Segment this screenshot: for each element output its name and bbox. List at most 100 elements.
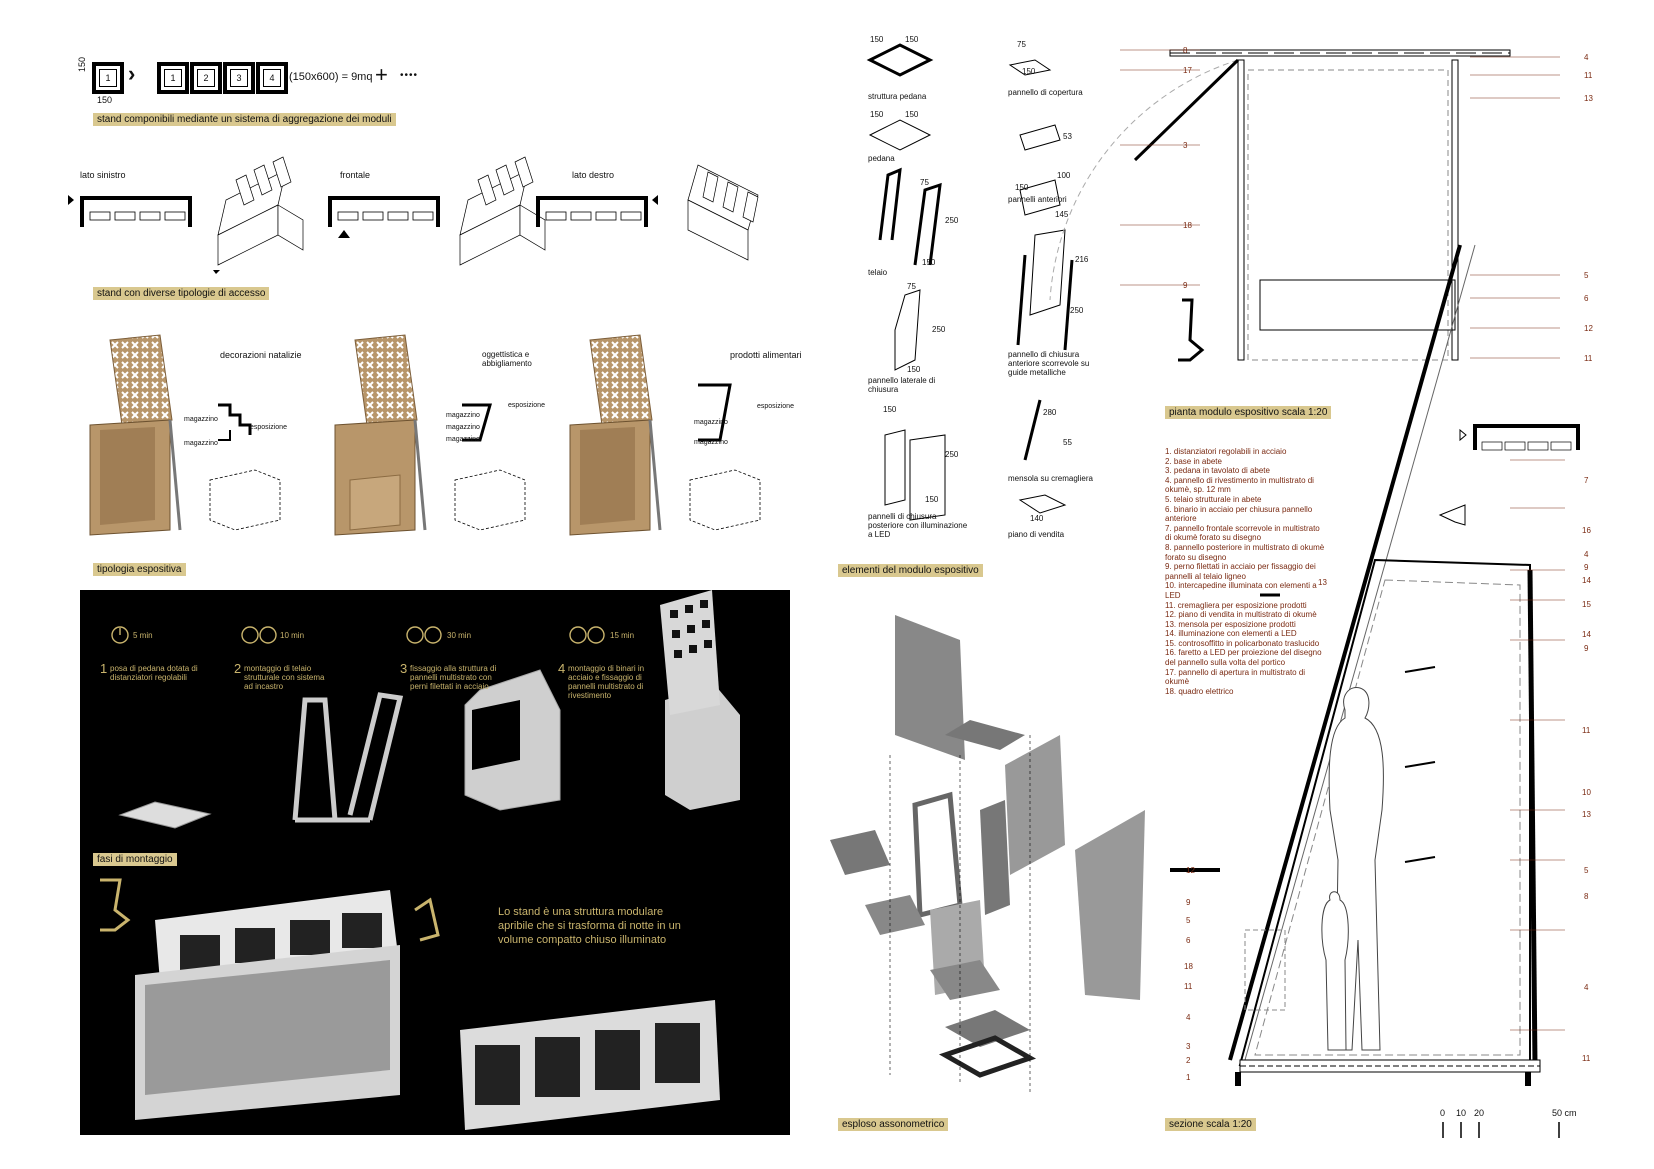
dark-caption: Lo stand è una struttura modulare apribi… xyxy=(498,906,681,946)
step-2-number: 2 xyxy=(234,661,242,676)
el-9-dim-b: 55 xyxy=(1063,438,1072,447)
sec-num-l2: 2 xyxy=(1186,1056,1191,1065)
sec-num-l13: 13 xyxy=(1318,578,1327,587)
el-8-dim-b: 216 xyxy=(1075,255,1089,264)
el-9-dim-a: 280 xyxy=(1043,408,1057,417)
exploded-axonometric xyxy=(830,615,1145,1095)
typology-2-title: oggettistica e abbigliamento xyxy=(482,350,532,368)
section-assembly: fasi di montaggio xyxy=(93,853,177,866)
legend-item: 18. quadro elettrico xyxy=(1165,686,1234,696)
plan-num-8: 8 xyxy=(1183,46,1188,55)
el-10-dim-a: 140 xyxy=(1030,514,1044,523)
el-6-dim-b: 150 xyxy=(1022,67,1036,76)
el-8-dim-c: 250 xyxy=(1070,306,1084,315)
sec-num-r16: 16 xyxy=(1582,526,1591,535)
typology-3-l1: magazzino xyxy=(694,419,728,426)
legend-item: 3. pedana in tavolato di abete xyxy=(1165,466,1270,476)
sec-num-l9: 9 xyxy=(1186,898,1191,907)
sec-num-l6: 6 xyxy=(1186,936,1191,945)
module-1: 1 xyxy=(157,62,189,94)
scale-0: 0 xyxy=(1440,1108,1446,1118)
typology-3-l2: esposizione xyxy=(757,403,794,410)
section-drawing xyxy=(1170,244,1565,1086)
sec-num-l1: 1 xyxy=(1186,1073,1191,1082)
el-4-dim-c: 150 xyxy=(907,365,921,374)
step-4-number: 4 xyxy=(558,661,566,676)
el-5-dim-b: 250 xyxy=(945,450,959,459)
sec-num-l5: 5 xyxy=(1186,916,1191,925)
legend-item: 10. intercapedine illuminata con element… xyxy=(1165,581,1317,600)
access-plans-diagram xyxy=(68,156,759,274)
area-formula: (150x600) = 9mq xyxy=(289,71,373,83)
el-7-dim-b: 100 xyxy=(1057,171,1071,180)
sec-num-l12: 12 xyxy=(1186,866,1195,875)
step-1-text: posa di pedana dotata di distanziatori r… xyxy=(110,664,198,682)
section-elements: elementi del modulo espositivo xyxy=(838,564,983,577)
step-3-time: 30 min xyxy=(447,631,472,640)
legend-item: 11. cremagliera per esposizione prodotti xyxy=(1165,600,1307,610)
el-8-name: pannello di chiusura anteriore scorrevol… xyxy=(1008,350,1090,377)
el-1-name: struttura pedana xyxy=(868,92,927,101)
step-1-time: 5 min xyxy=(133,631,153,640)
el-9-name: mensola su cremagliera xyxy=(1008,474,1093,483)
legend-item: 8. pannello posteriore in multistrato di… xyxy=(1165,542,1325,562)
typology-1-title: decorazioni natalizie xyxy=(220,350,302,360)
plan-num-r6: 6 xyxy=(1584,294,1589,303)
typology-stands-diagram xyxy=(89,334,761,536)
plan-num-3: 3 xyxy=(1183,141,1188,150)
legend-item: 1. distanziatori regolabili in acciaio xyxy=(1165,447,1287,456)
sec-num-r5: 5 xyxy=(1584,866,1589,875)
el-4-dim-b: 250 xyxy=(932,325,946,334)
typology-3-title: prodotti alimentari xyxy=(730,350,802,360)
plus-icon: + xyxy=(375,62,388,87)
section-aggregation: stand componibili mediante un sistema di… xyxy=(93,113,396,126)
module-4: 4 xyxy=(256,62,288,94)
plan-num-r13: 13 xyxy=(1584,94,1593,103)
sec-num-r15: 15 xyxy=(1582,600,1591,609)
plan-num-9: 9 xyxy=(1183,281,1188,290)
plan-num-r4: 4 xyxy=(1584,53,1589,62)
view-front-label: frontale xyxy=(340,170,371,180)
plan-num-r12: 12 xyxy=(1584,324,1593,333)
sec-num-r9b: 9 xyxy=(1584,644,1589,653)
step-3-text: fissaggio alla struttura di pannelli mul… xyxy=(410,664,497,691)
module-3: 3 xyxy=(223,62,255,94)
el-2-name: pedana xyxy=(868,154,895,163)
legend-item: 7. pannello frontale scorrevole in multi… xyxy=(1165,523,1320,543)
el-4-name: pannello laterale di chiusura xyxy=(868,376,936,394)
legend-item: 4. pannello di rivestimento in multistra… xyxy=(1165,475,1314,495)
sec-num-r10: 10 xyxy=(1582,788,1591,797)
step-2-text: montaggio di telaio strutturale con sist… xyxy=(244,664,325,691)
plan-num-r11b: 11 xyxy=(1584,354,1593,363)
sec-num-l18: 18 xyxy=(1184,962,1193,971)
step-3-number: 3 xyxy=(400,661,408,676)
el-2-dim-b: 150 xyxy=(905,110,919,119)
sec-num-r13: 13 xyxy=(1582,810,1591,819)
typology-2-l3: magazzino xyxy=(446,424,480,431)
el-2-dim-a: 150 xyxy=(870,110,884,119)
legend-item: 12. piano di vendita in multistrato di o… xyxy=(1165,610,1317,620)
section-exploded: esploso assonometrico xyxy=(838,1118,949,1131)
typology-2-l1: magazzino xyxy=(446,412,480,419)
legend-item: 5. telaio strutturale in abete xyxy=(1165,494,1262,504)
module-2: 2 xyxy=(190,62,222,94)
legend-item: 16. faretto a LED per proiezione del dis… xyxy=(1165,648,1322,668)
el-4-dim-a: 75 xyxy=(907,282,916,291)
legend-item: 15. controsoffitto in policarbonato tras… xyxy=(1165,638,1320,648)
sec-num-r8: 8 xyxy=(1584,892,1589,901)
mini-plan-icon xyxy=(1459,424,1580,451)
legend: 1. distanziatori regolabili in acciaio 2… xyxy=(1165,447,1325,696)
sec-num-r11: 11 xyxy=(1582,726,1591,735)
step-2-time: 10 min xyxy=(280,631,305,640)
legend-item: 6. binario in acciaio per chiusura panne… xyxy=(1165,504,1313,524)
legend-item: 17. pannello di apertura in multistrato … xyxy=(1165,667,1306,687)
typology-2-l4: magazzino xyxy=(446,436,480,443)
sec-num-r11b: 11 xyxy=(1582,1054,1591,1063)
el-5-name: pannelli di chiusura posteriore con illu… xyxy=(868,512,968,539)
plan-num-r5: 5 xyxy=(1584,271,1589,280)
plan-num-17: 17 xyxy=(1183,66,1192,75)
sec-num-r7: 7 xyxy=(1584,476,1589,485)
typology-2-l2: esposizione xyxy=(508,402,545,409)
chevron-right-icon: › xyxy=(128,61,136,86)
legend-item: 9. perno filettati in acciaio per fissag… xyxy=(1165,562,1316,581)
